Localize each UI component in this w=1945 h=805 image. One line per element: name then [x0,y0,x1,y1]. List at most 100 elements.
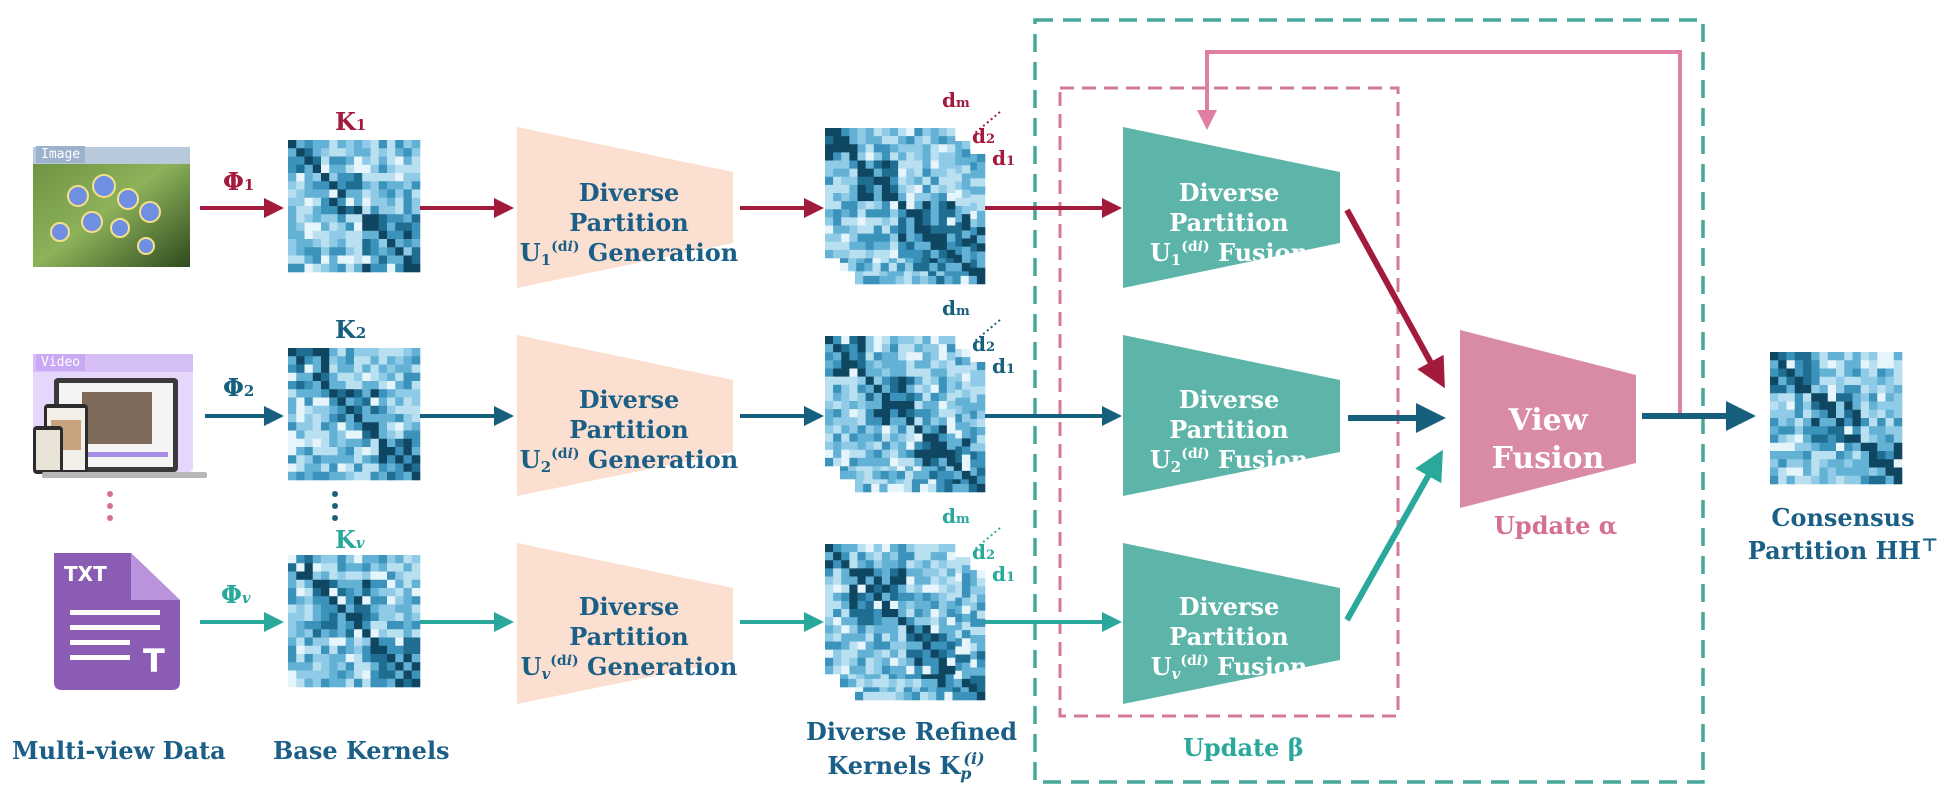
matrix-cell [362,604,371,614]
matrix-cell [976,410,986,420]
matrix-cell [881,392,891,402]
matrix-cell [841,160,850,169]
matrix-cell [354,214,363,223]
matrix-cell [345,414,355,423]
matrix-cell [403,397,413,407]
matrix-cell [898,201,907,210]
matrix-cell [321,422,330,431]
matrix-cell [938,633,948,642]
matrix-cell [337,197,347,207]
matrix-cell [337,173,347,182]
matrix-cell [395,422,404,431]
matrix-cell [337,447,347,456]
matrix-cell [833,568,842,577]
matrix-cell [960,683,970,693]
matrix-cell [296,621,305,630]
matrix-cell [873,184,883,194]
matrix-cell [362,173,371,182]
matrix-cell [914,376,923,386]
matrix-cell [1786,385,1796,394]
matrix-cell [825,433,834,442]
matrix-cell [930,176,940,186]
matrix-cell [411,654,421,663]
matrix-cell [321,197,330,207]
matrix-cell [1778,475,1787,485]
k2-label: K2 [335,315,367,344]
matrix-cell [880,470,890,480]
matrix-cell [370,654,380,663]
kv-label: Kv [335,525,365,554]
matrix-cell [873,401,883,410]
matrix-cell [329,555,338,564]
matrix-cell [825,568,834,577]
matrix-cell [873,336,883,345]
matrix-cell [337,389,347,398]
matrix-cell [968,202,978,212]
matrix-cell [849,168,858,178]
matrix-cell [930,649,940,659]
matrix-cell [1852,418,1862,427]
matrix-cell [370,181,380,190]
matrix-cell [890,344,899,353]
matrix-cell [403,662,413,671]
matrix-cell [288,447,297,456]
generation-block-1 [517,127,733,288]
matrix-cell [849,217,858,226]
matrix-cell [946,401,956,410]
matrix-cell [840,678,849,688]
matrix-cell [946,176,956,186]
matrix-cell [329,455,338,464]
matrix-cell [329,563,338,572]
matrix-cell [833,136,842,145]
matrix-cell [898,233,907,243]
matrix-cell [906,168,915,178]
matrix-cell [321,397,330,407]
matrix-cell [370,612,380,622]
matrix-cell [833,352,842,361]
matrix-cell [1827,401,1837,411]
matrix-cell [312,405,322,415]
matrix-cell [362,563,371,572]
matrix-cell [1786,368,1796,378]
matrix-cell [857,560,866,569]
matrix-cell [312,372,322,382]
matrix-cell [953,141,963,150]
matrix-cell [395,596,404,605]
matrix-cell [968,675,978,685]
matrix-cell [288,372,297,382]
matrix-cell [890,633,899,642]
matrix-cell [1885,451,1895,460]
matrix-cell [946,441,956,451]
matrix-cell [345,164,355,174]
matrix-cell [378,604,388,614]
matrix-cell [1860,434,1870,444]
matrix-cell [387,247,396,256]
matrix-cell [938,457,948,467]
matrix-cell [865,641,875,650]
matrix-cell [370,405,380,415]
matrix-cell [833,184,842,194]
matrix-cell [387,181,396,190]
matrix-cell [825,249,834,259]
matrix-cell [329,670,338,680]
matrix-cell [880,462,890,472]
base-kernels-label: Base Kernels [273,736,450,765]
matrix-cell [1844,434,1853,444]
matrix-cell [898,617,907,626]
matrix-cell [354,596,363,605]
matrix-cell [1869,385,1878,394]
matrix-cell [961,189,971,199]
matrix-cell [881,649,891,659]
matrix-cell [387,156,396,166]
matrix-cell [378,356,388,365]
matrix-cell [922,576,931,585]
matrix-cell [961,373,971,382]
matrix-cell [930,241,940,251]
matrix-cell [1893,368,1903,378]
matrix-cell [1852,475,1862,485]
matrix-cell [370,563,380,572]
matrix-cell [944,475,953,485]
matrix-cell [288,164,297,174]
matrix-cell [825,152,834,161]
matrix-cell [337,596,347,605]
